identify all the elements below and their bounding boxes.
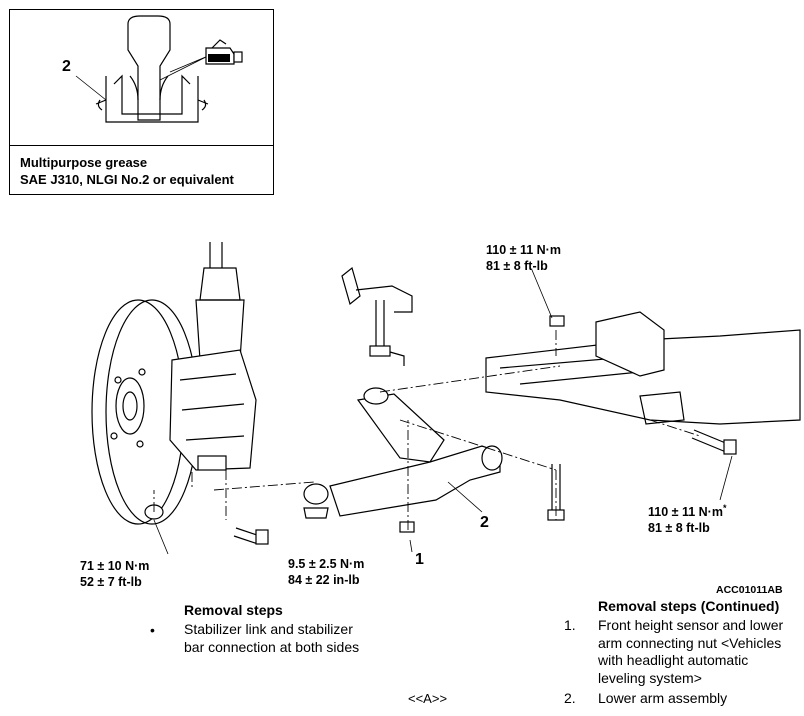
callout-2: 2 bbox=[480, 514, 489, 531]
torque-ftlb-value: 81 ± 8 ft-lb bbox=[486, 259, 548, 273]
removal-step-2: Lower arm assembly bbox=[598, 690, 728, 706]
section-marker-label: <<A>> bbox=[408, 691, 448, 706]
torque-spec-lower-arm-bolt: 110 ± 11 N·m* 81 ± 8 ft-lb bbox=[648, 500, 726, 536]
figure-code: ACC01011AB bbox=[716, 584, 783, 596]
removal-steps-title: Removal steps bbox=[184, 602, 283, 618]
torque-spec-crossmember-nut: 110 ± 11 N·m 81 ± 8 ft-lb bbox=[486, 242, 561, 274]
grease-line-2: SAE J310, NLGI No.2 or equivalent bbox=[20, 172, 234, 187]
step-line: leveling system> bbox=[598, 669, 702, 686]
step-line: with headlight automatic bbox=[598, 652, 749, 668]
step-line: Stabilizer link and stabilizer bbox=[184, 621, 353, 637]
inset-callout-2: 2 bbox=[62, 58, 71, 75]
step-line: bar connection at both sides bbox=[184, 638, 360, 655]
torque-inlb-value: 84 ± 22 in-lb bbox=[288, 573, 360, 587]
section-marker: <<A>> bbox=[408, 690, 447, 708]
removal-step-2-number: 2. bbox=[564, 690, 576, 706]
torque-ftlb-value: 81 ± 8 ft-lb bbox=[648, 521, 710, 536]
grease-inset-box: 2 Multipurpose grease SAE J310, NLGI No.… bbox=[9, 9, 274, 195]
step-line: Front height sensor and lower bbox=[598, 617, 784, 633]
torque-nm-value: 110 ± 11 N·m bbox=[486, 243, 561, 257]
torque-nm-value: 9.5 ± 2.5 N·m bbox=[288, 557, 365, 571]
torque-ftlb-value: 52 ± 7 ft-lb bbox=[80, 575, 142, 589]
step-line: arm connecting nut <Vehicles bbox=[598, 634, 782, 651]
torque-spec-ball-joint-nut: 71 ± 10 N·m 52 ± 7 ft-lb bbox=[80, 558, 149, 590]
removal-step-1: Front height sensor and lower arm connec… bbox=[598, 617, 783, 687]
removal-bullet: • bbox=[150, 622, 155, 638]
grease-line-1: Multipurpose grease bbox=[20, 155, 148, 170]
removal-steps-continued-title: Removal steps (Continued) bbox=[598, 598, 780, 614]
inset-divider bbox=[10, 145, 273, 146]
bushing-cross-section-drawing bbox=[75, 15, 243, 123]
torque-spec-sensor-nut: 9.5 ± 2.5 N·m 84 ± 22 in-lb bbox=[288, 556, 364, 588]
grease-specification: Multipurpose grease SAE J310, NLGI No.2 … bbox=[20, 154, 234, 188]
torque-asterisk: * bbox=[722, 503, 727, 513]
callout-1: 1 bbox=[415, 551, 424, 568]
torque-nm-value: 71 ± 10 N·m bbox=[80, 559, 150, 573]
torque-nm-value: 110 ± 11 N·m bbox=[648, 505, 723, 520]
removal-step-1-number: 1. bbox=[564, 617, 576, 633]
removal-step-stabilizer: Stabilizer link and stabilizer bar conne… bbox=[184, 621, 359, 656]
